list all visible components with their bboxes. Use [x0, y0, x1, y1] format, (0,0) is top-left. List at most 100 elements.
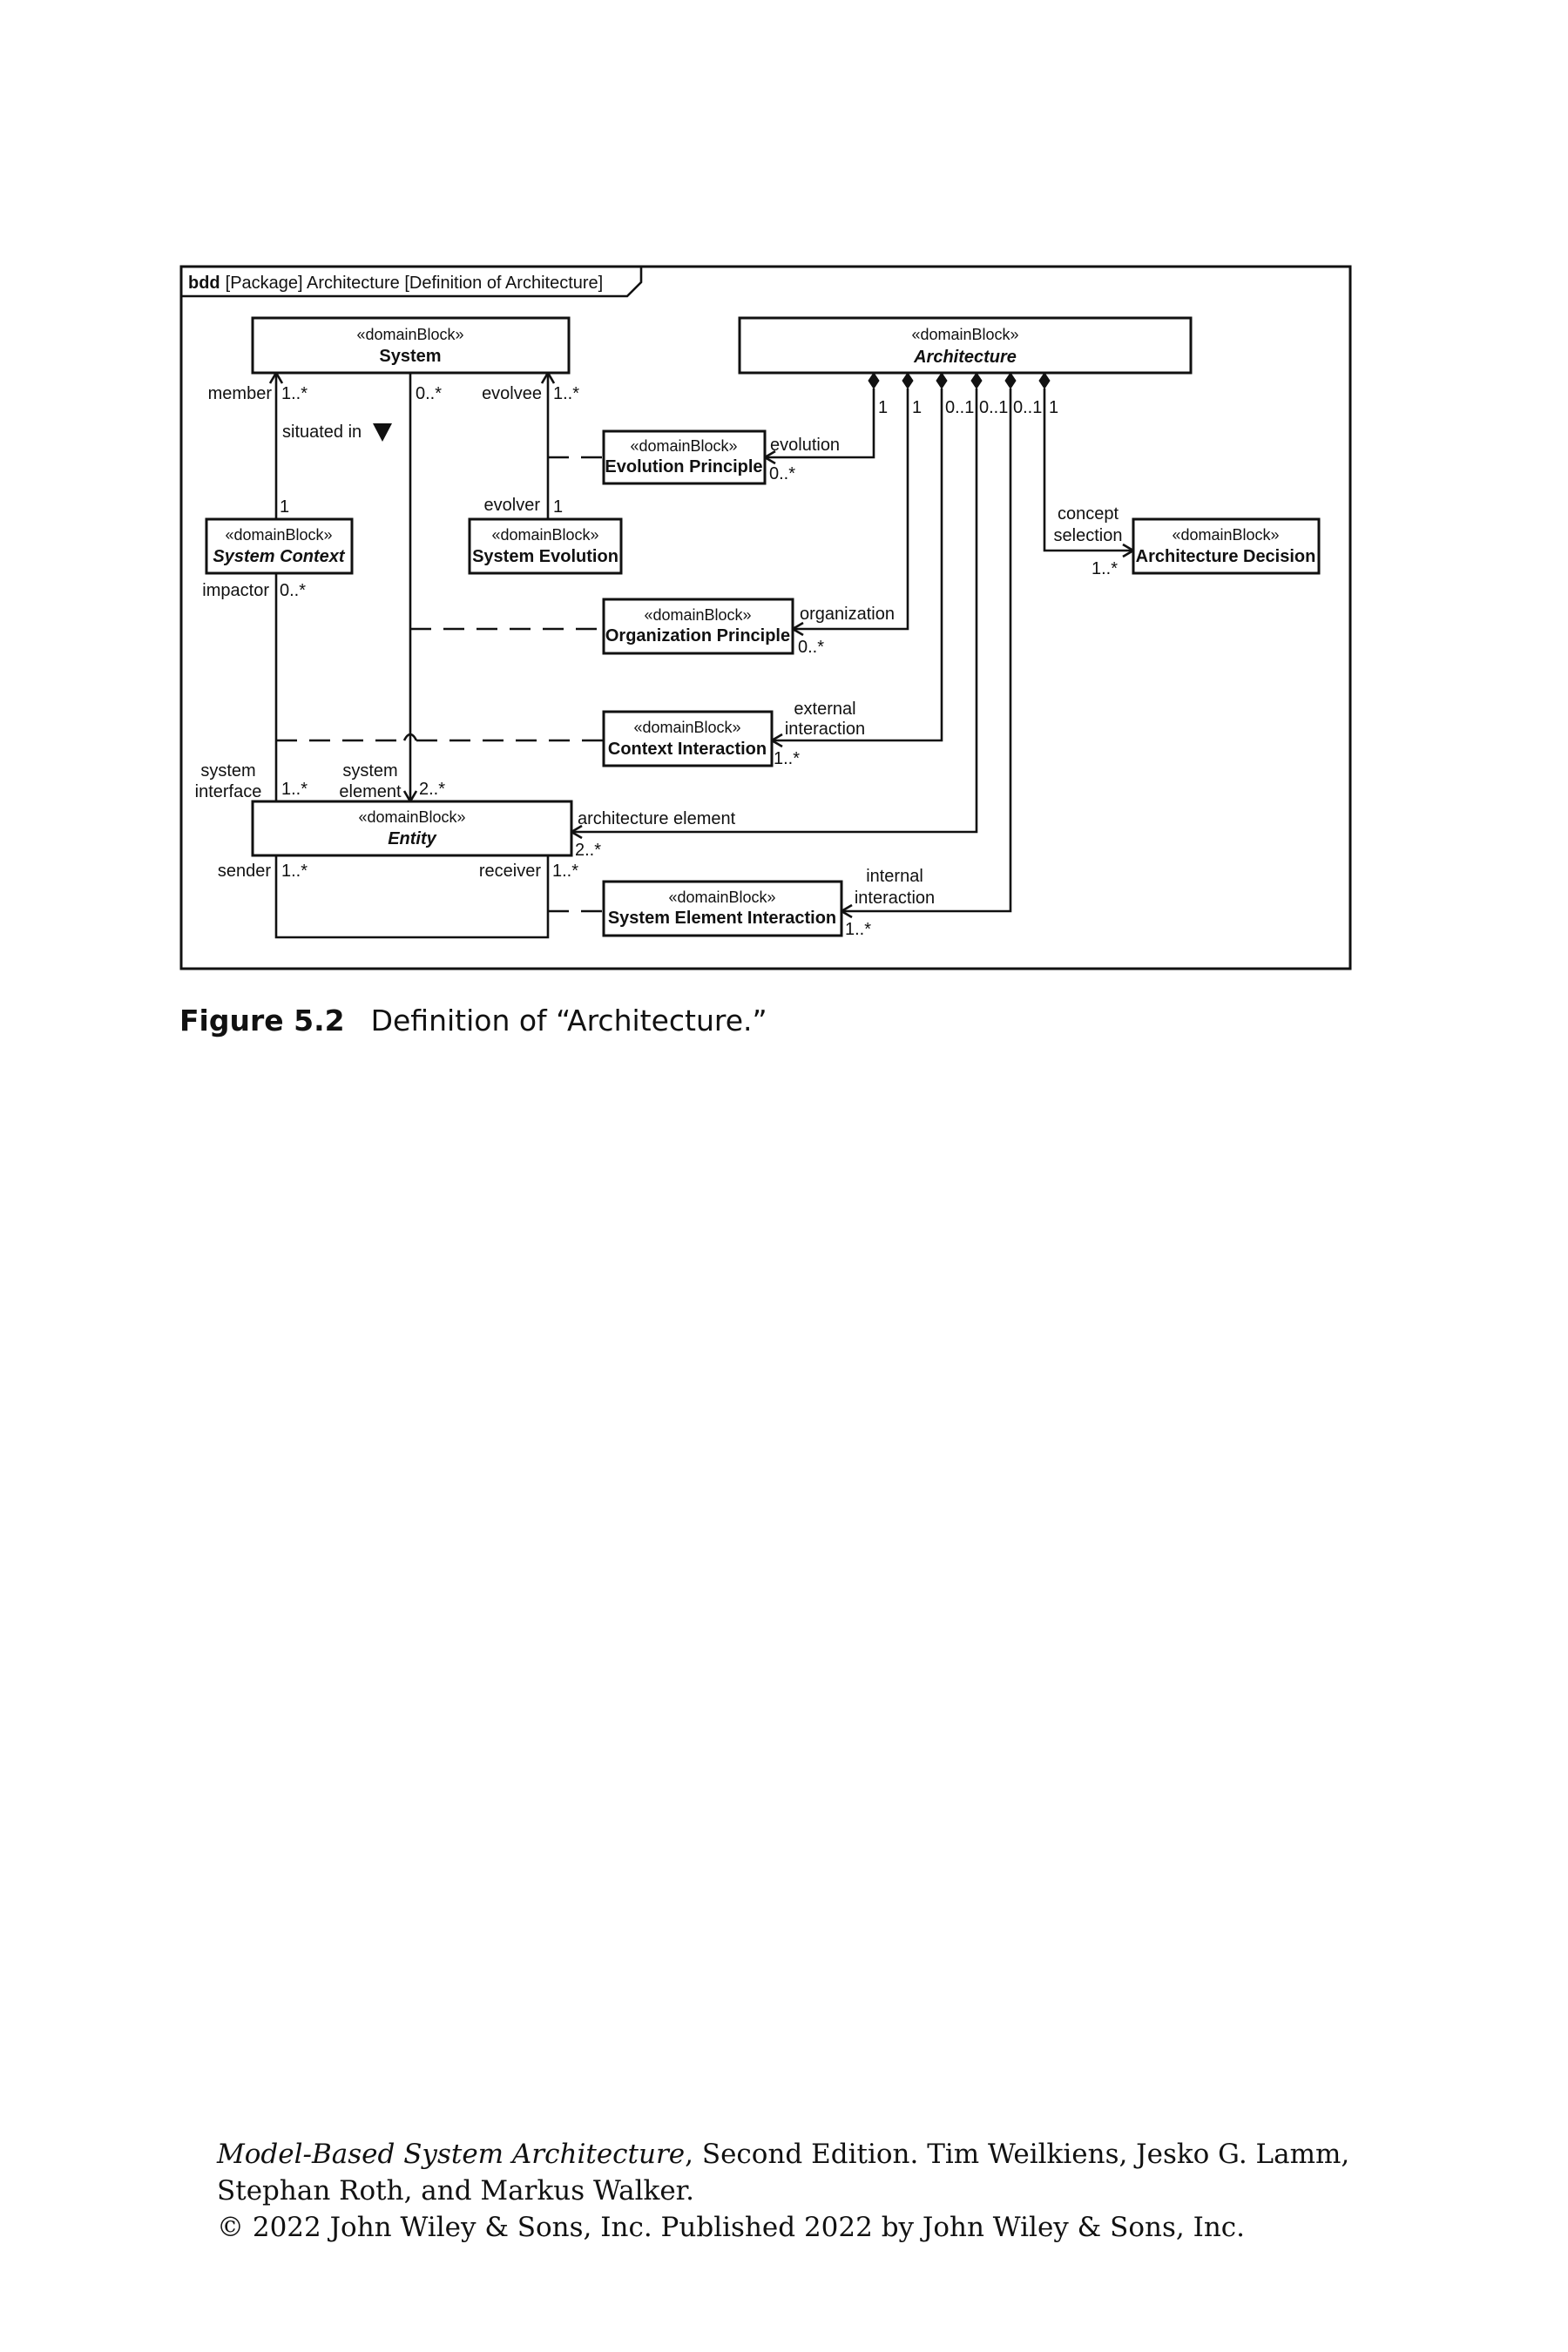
block-system-evolution[interactable]: «domainBlock» System Evolution — [468, 517, 623, 575]
dash-crossover — [402, 733, 418, 741]
stereotype: «domainBlock» — [491, 526, 598, 544]
block-name: Evolution Principle — [605, 457, 762, 476]
block-name: Architecture Decision — [1136, 547, 1316, 566]
credit-authors-2: Stephan Roth, and Markus Walker. — [217, 2175, 694, 2207]
figure-number: Figure 5.2 — [179, 1004, 345, 1037]
label-organization: organization — [800, 605, 895, 624]
label-evolver: evolver — [484, 496, 541, 515]
label-internal: internal — [866, 867, 923, 886]
direction-triangle-icon — [373, 423, 392, 442]
line-sender-receiver — [274, 855, 550, 939]
mult-evolution: 0..* — [769, 464, 795, 483]
label-architecture-element: architecture element — [578, 809, 736, 828]
label-system-interface-1: system — [200, 761, 255, 781]
label-evolvee: evolvee — [482, 384, 542, 403]
mult-evolvee: 1..* — [553, 384, 579, 403]
diamond-2 — [902, 372, 914, 389]
block-system-element-interaction[interactable]: «domainBlock» System Element Interaction — [602, 880, 843, 937]
block-architecture[interactable]: «domainBlock» Architecture — [738, 316, 1193, 375]
stereotype: «domainBlock» — [630, 437, 737, 455]
label-system-element-1: system — [342, 761, 397, 781]
mult-impactor: 0..* — [280, 581, 306, 600]
block-name: Architecture — [913, 348, 1017, 367]
stereotype: «domainBlock» — [633, 719, 740, 736]
mult-context-interaction: 1..* — [774, 749, 800, 768]
comp-sei — [841, 389, 1012, 913]
stereotype: «domainBlock» — [1172, 526, 1279, 544]
figure-caption-text: Definition of “Architecture.” — [370, 1004, 767, 1037]
label-internal-interaction: interaction — [855, 889, 935, 908]
mult-system-element-interaction: 1..* — [845, 920, 871, 939]
block-evolution-principle[interactable]: «domainBlock» Evolution Principle — [602, 429, 767, 485]
comp-context — [772, 389, 943, 742]
mult-evolver: 1 — [553, 497, 563, 517]
block-context-interaction[interactable]: «domainBlock» Context Interaction — [602, 710, 774, 767]
mult-receiver: 1..* — [552, 862, 578, 881]
credit-authors-1: , Second Edition. Tim Weilkiens, Jesko G… — [685, 2139, 1350, 2170]
label-external: external — [794, 700, 855, 719]
comp-arch-element — [571, 389, 978, 834]
block-name: System Element Interaction — [608, 909, 836, 928]
book-credit: Model-Based System Architecture, Second … — [217, 2136, 1436, 2246]
block-name: Organization Principle — [605, 626, 790, 645]
stereotype: «domainBlock» — [644, 606, 751, 624]
frame-title: [Package] Architecture [Definition of Ar… — [226, 274, 604, 293]
mult-organization: 0..* — [798, 638, 824, 657]
figure-caption: Figure 5.2 Definition of “Architecture.” — [179, 1004, 767, 1037]
block-system[interactable]: «domainBlock» System — [251, 316, 571, 375]
block-name: Context Interaction — [608, 740, 767, 759]
block-name: Entity — [388, 829, 436, 848]
label-concept: concept — [1058, 504, 1119, 524]
frame-tab — [181, 267, 643, 298]
mult-arch-5: 0..1 — [1013, 398, 1042, 417]
stereotype: «domainBlock» — [911, 326, 1018, 343]
comp-evolution — [765, 389, 875, 459]
block-name: System Evolution — [472, 547, 618, 566]
mult-system-interface: 1..* — [281, 780, 308, 799]
diamond-4 — [970, 372, 983, 389]
mult-decision: 1..* — [1092, 559, 1118, 578]
label-impactor: impactor — [202, 581, 269, 600]
diagram-frame — [179, 265, 1352, 970]
diamond-6 — [1038, 372, 1051, 389]
book-title: Model-Based System Architecture — [217, 2139, 686, 2170]
label-receiver: receiver — [479, 862, 541, 881]
block-name: System Context — [213, 547, 345, 566]
mult-arch-3: 0..1 — [945, 398, 974, 417]
block-name: System — [379, 347, 441, 366]
mult-arch-4: 0..1 — [979, 398, 1008, 417]
block-architecture-decision[interactable]: «domainBlock» Architecture Decision — [1132, 517, 1321, 575]
diamond-5 — [1004, 372, 1017, 389]
mult-system-element: 2..* — [419, 780, 445, 799]
mult-arch-6: 1 — [1049, 398, 1058, 417]
label-system-interface-2: interface — [195, 782, 262, 801]
block-organization-principle[interactable]: «domainBlock» Organization Principle — [602, 598, 794, 655]
diamond-1 — [868, 372, 880, 389]
label-system-element-2: element — [339, 782, 402, 801]
label-situated-in: situated in — [282, 422, 362, 442]
mult-architecture-element: 2..* — [575, 841, 601, 860]
comp-organization — [793, 389, 909, 631]
mult-arch-2: 1 — [912, 398, 922, 417]
label-member: member — [208, 384, 273, 403]
label-sender: sender — [218, 862, 271, 881]
block-entity[interactable]: «domainBlock» Entity — [251, 800, 573, 857]
label-external-interaction: interaction — [785, 720, 865, 739]
stereotype: «domainBlock» — [225, 526, 332, 544]
stereotype: «domainBlock» — [358, 808, 465, 826]
mult-situated-in: 1 — [280, 497, 289, 517]
label-selection: selection — [1054, 526, 1123, 545]
block-system-context[interactable]: «domainBlock» System Context — [205, 517, 354, 575]
comp-decision — [1043, 389, 1133, 552]
mult-sender: 1..* — [281, 862, 308, 881]
copyright-line: © 2022 John Wiley & Sons, Inc. Published… — [217, 2212, 1246, 2243]
mult-arch-1: 1 — [878, 398, 888, 417]
label-evolution: evolution — [770, 436, 840, 455]
mult-system-element-top: 0..* — [416, 384, 442, 403]
mult-member: 1..* — [281, 384, 308, 403]
diamond-3 — [936, 372, 948, 389]
stereotype: «domainBlock» — [356, 326, 463, 343]
frame-kind: bdd — [188, 274, 220, 293]
svg-text:bdd[Package] Architecture [Def: bdd [Package] Architecture [Definition of… — [188, 274, 603, 293]
